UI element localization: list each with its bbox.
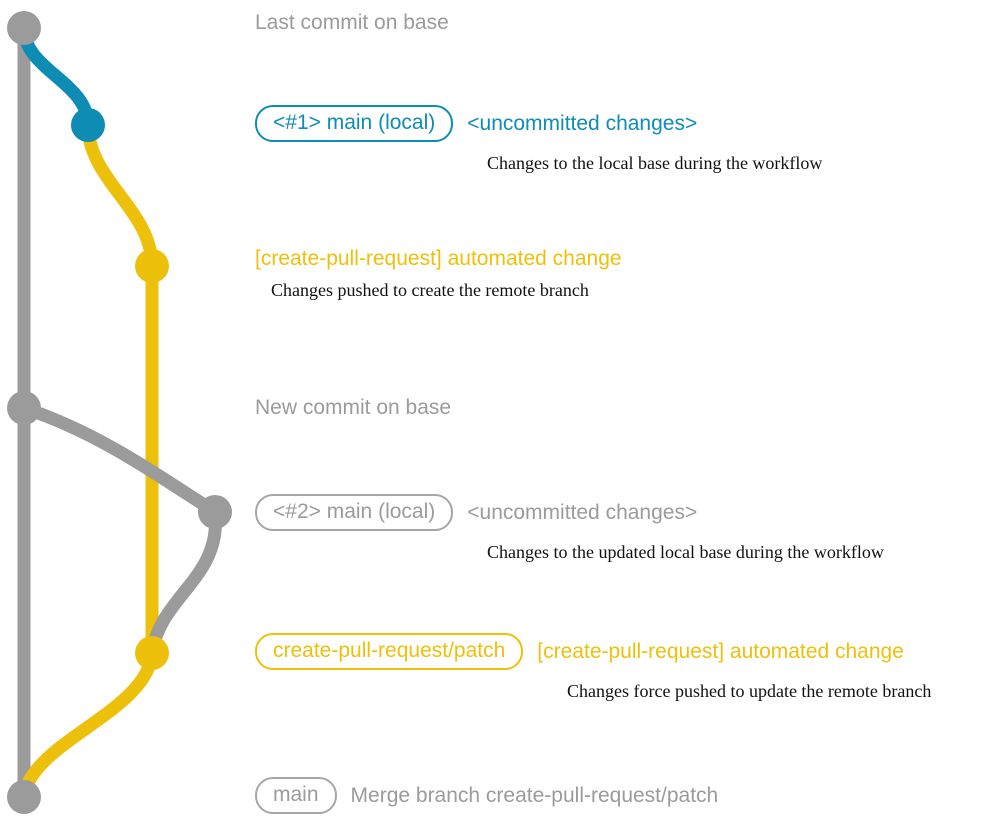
ref-badge-create-pull-request-patch[interactable]: create-pull-request/patch (255, 633, 524, 670)
commit-row-merge-commit: main Merge branch create-pull-request/pa… (255, 777, 718, 814)
commit-subject: New commit on base (255, 396, 452, 419)
edge-patch-2-to-merge (17, 646, 159, 804)
commit-note: Changes force pushed to update the remot… (567, 681, 932, 701)
commit-nodes (7, 11, 232, 814)
commit-row-new-commit-on-base: New commit on base (255, 397, 451, 418)
commit-node-last-commit-on-base (7, 11, 41, 45)
commit-node-local-change-2 (198, 495, 232, 529)
commit-subject: [create-pull-request] automated change (255, 247, 622, 270)
ref-badge-main[interactable]: main (255, 777, 337, 814)
commit-row-local-change-1: <#1> main (local) <uncommitted changes> … (255, 105, 822, 172)
commit-row-last-commit-on-base: Last commit on base (255, 12, 449, 33)
edge-base-to-local-1 (17, 21, 95, 132)
commit-row-automated-change-2: create-pull-request/patch [create-pull-r… (255, 633, 931, 700)
commit-node-merge-commit (7, 780, 41, 814)
edge-base-to-local-2 (17, 401, 222, 519)
commit-node-automated-change-2 (135, 636, 169, 670)
commit-node-local-change-1 (71, 108, 105, 142)
commit-node-automated-change-1 (135, 249, 169, 283)
commit-subject: [create-pull-request] automated change (537, 640, 904, 663)
ref-badge-main-local-2[interactable]: <#2> main (local) (255, 494, 454, 531)
commit-note: Changes to the updated local base during… (487, 542, 884, 562)
commit-row-automated-change-1: [create-pull-request] automated change C… (255, 248, 622, 299)
commit-subject: Last commit on base (255, 11, 449, 34)
commit-note: Changes to the local base during the wor… (487, 153, 823, 173)
edge-local-1-to-patch-1 (81, 118, 159, 273)
commit-subject: <uncommitted changes> (467, 112, 698, 135)
commit-note: Changes pushed to create the remote bran… (271, 280, 589, 300)
commit-node-new-commit-on-base (7, 391, 41, 425)
edge-local-2-to-patch-2 (145, 505, 222, 660)
commit-subject: Merge branch create-pull-request/patch (350, 784, 719, 807)
ref-badge-main-local-1[interactable]: <#1> main (local) (255, 105, 454, 142)
commit-subject: <uncommitted changes> (467, 501, 698, 524)
commit-row-local-change-2: <#2> main (local) <uncommitted changes> … (255, 494, 884, 561)
